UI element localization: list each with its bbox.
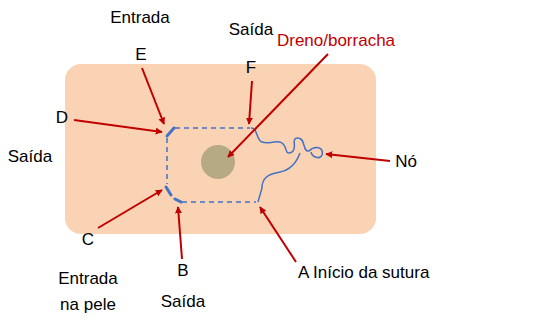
callout-letter: E	[135, 45, 146, 65]
annotation-text: Saída	[229, 20, 273, 40]
leader-arrows	[74, 54, 390, 262]
suture-thread	[251, 128, 322, 202]
annotation-text: A Início da sutura	[298, 263, 429, 283]
drain-tube	[201, 145, 235, 179]
callout-letter: F	[246, 58, 256, 78]
annotation-text: Saída	[161, 292, 205, 312]
annotation-text: Entrada na pele	[52, 266, 124, 319]
knot-label: Nó	[395, 152, 417, 172]
skin-area	[65, 64, 376, 234]
callout-letter: C	[82, 230, 94, 250]
callout-letter: B	[177, 261, 188, 281]
drain-label: Dreno/borracha	[277, 31, 395, 51]
annotation-text: Entrada	[110, 8, 170, 28]
annotation-text: Saída	[8, 147, 52, 167]
needle-pass-marks	[166, 128, 181, 202]
callout-letter: D	[56, 108, 68, 128]
dashed-suture-path	[167, 128, 256, 202]
